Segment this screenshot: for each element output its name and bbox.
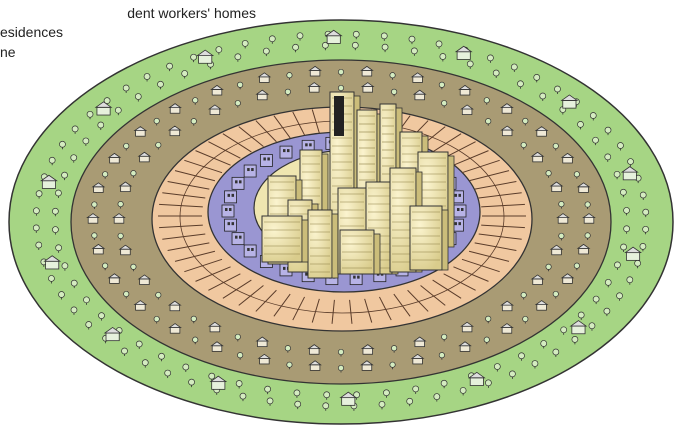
zone-legend: dent workers' homes esidences ne	[0, 0, 260, 70]
tenement-icon	[244, 165, 256, 177]
legend-workers-homes-label: dent workers' homes	[127, 5, 256, 22]
legend-zone-label: ne	[0, 44, 16, 61]
tenement-icon	[454, 205, 466, 217]
tenement-icon	[222, 205, 234, 217]
tenement-icon	[225, 219, 237, 231]
skyscraper-icon	[308, 210, 338, 278]
dark-tower-facade	[334, 96, 344, 136]
tenement-icon	[232, 233, 244, 245]
tenement-icon	[244, 245, 256, 257]
skyscraper-icon	[340, 230, 380, 274]
tenement-icon	[225, 191, 237, 203]
legend-residences-label: esidences	[0, 24, 63, 41]
tenement-icon	[260, 154, 272, 166]
skyscraper-icon	[262, 216, 308, 262]
tenement-icon	[232, 177, 244, 189]
skyscraper-icon	[410, 206, 448, 270]
tenement-icon	[280, 146, 292, 158]
